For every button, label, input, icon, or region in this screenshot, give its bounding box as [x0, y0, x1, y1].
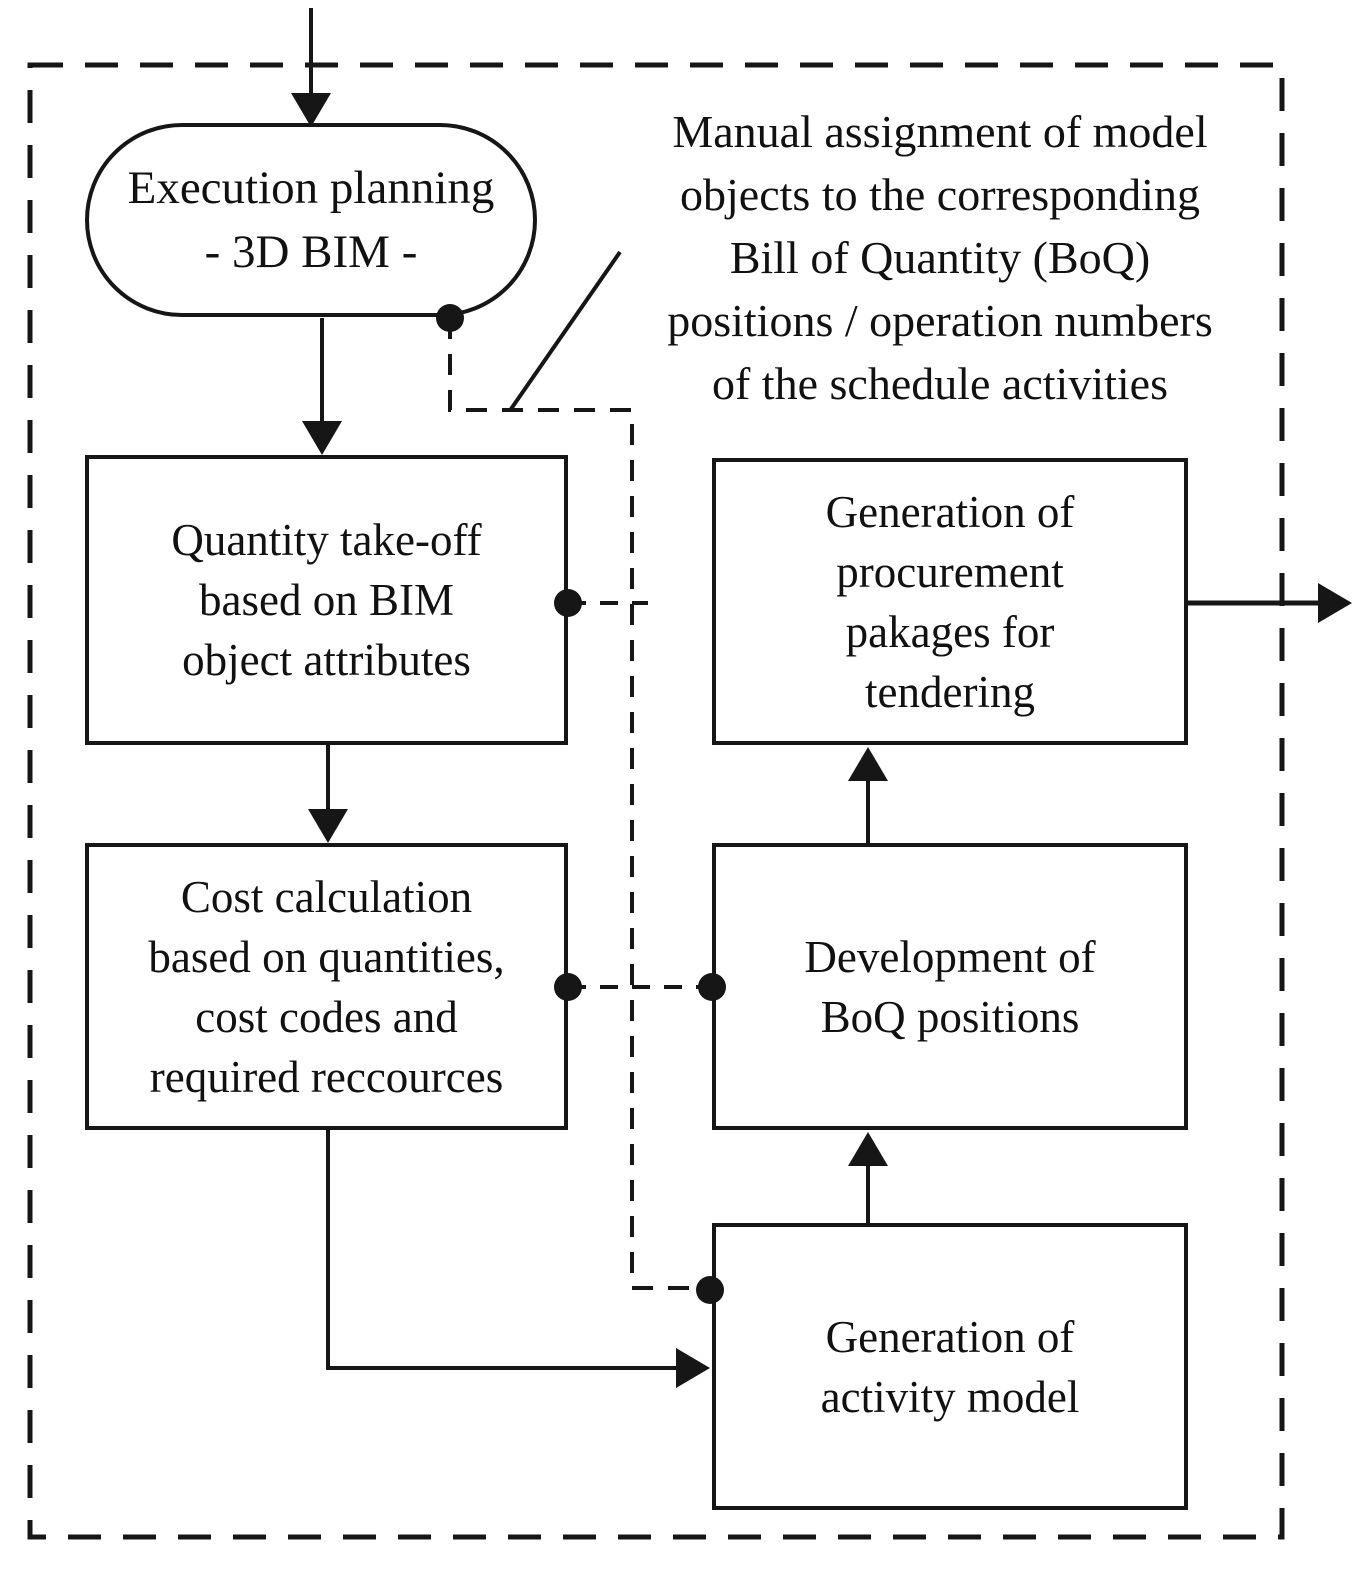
box-line: Generation of [825, 1311, 1075, 1362]
box-line: pakages for [845, 606, 1055, 657]
box-quantity-takeoff: Quantity take-off based on BIM object at… [85, 455, 568, 745]
arrow-terminator-to-quantity [302, 318, 342, 455]
box-line: Quantity take-off [171, 515, 482, 565]
box-line: based on quantities, [148, 931, 505, 982]
arrow-boq-to-procurement [848, 747, 888, 843]
box-line: required reccources [149, 1051, 504, 1102]
box-boq-positions: Development of BoQ positions [712, 843, 1188, 1130]
box-line: object attributes [182, 635, 471, 685]
box-line: cost codes and [195, 991, 458, 1042]
terminator-line: Execution planning [127, 162, 495, 214]
arrow-cost-to-activity [326, 1130, 710, 1388]
box-procurement-packages: Generation of procurement pakages for te… [712, 458, 1188, 745]
box-line: procurement [836, 546, 1064, 597]
box-line: activity model [820, 1371, 1080, 1422]
box-line: BoQ positions [820, 991, 1080, 1042]
arrow-entry [291, 8, 331, 127]
box-cost-calculation: Cost calculation based on quantities, co… [85, 843, 568, 1130]
box-line: Development of [804, 931, 1096, 982]
box-activity-model: Generation of activity model [712, 1223, 1188, 1510]
annotation-note: Manual assignment of model objects to th… [598, 100, 1282, 415]
box-line: tendering [865, 666, 1035, 717]
annotation-line: objects to the corresponding [680, 169, 1200, 220]
arrow-quantity-to-cost [308, 745, 348, 843]
terminator-execution-planning: Execution planning - 3D BIM - [85, 123, 537, 317]
annotation-line: positions / operation numbers [667, 295, 1213, 346]
annotation-line: Manual assignment of model [672, 106, 1208, 157]
box-line: based on BIM [199, 575, 454, 625]
arrow-activity-to-boq [848, 1132, 888, 1223]
annotation-line: of the schedule activities [711, 358, 1168, 409]
box-line: Cost calculation [180, 871, 473, 922]
box-line: Generation of [825, 486, 1075, 537]
arrow-procurement-exit [1188, 583, 1352, 623]
terminator-line: - 3D BIM - [204, 226, 418, 278]
annotation-line: Bill of Quantity (BoQ) [729, 232, 1151, 283]
